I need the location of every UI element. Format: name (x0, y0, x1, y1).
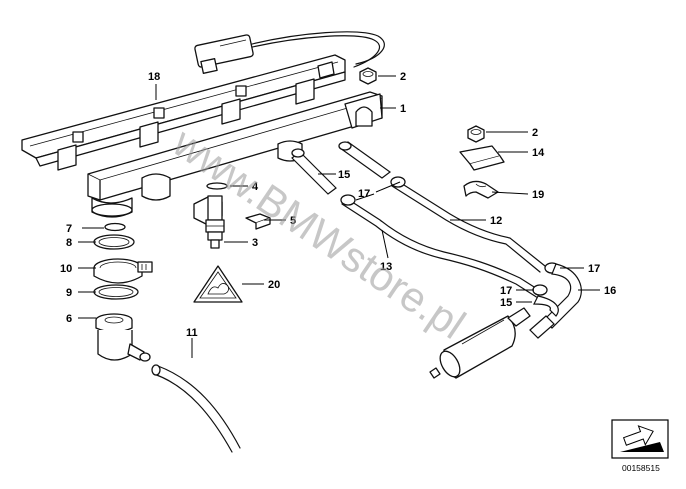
reference-wedge-icon (620, 442, 664, 452)
sensor-cable (194, 31, 385, 74)
callout-12: 12 (490, 215, 502, 227)
callout-15-upper: 15 (338, 169, 350, 181)
callout-2-upper: 2 (400, 71, 406, 83)
callout-7: 7 (66, 223, 72, 235)
callout-8: 8 (66, 237, 72, 249)
callouts: 18 2 1 2 14 15 17 4 19 7 5 12 8 3 13 10 … (60, 71, 616, 339)
callout-5: 5 (290, 215, 296, 227)
seal-ring (93, 234, 135, 250)
callout-17-upper: 17 (358, 188, 370, 200)
nut-right (467, 125, 485, 143)
clamp-ring (93, 258, 153, 284)
reference-box: 00158515 (611, 419, 669, 473)
callout-20: 20 (268, 279, 280, 291)
callout-3: 3 (252, 237, 258, 249)
callout-6: 6 (66, 313, 72, 325)
callout-15-lower: 15 (500, 297, 512, 309)
spacer-ring (93, 284, 139, 300)
nut-upper (359, 67, 377, 85)
warning-label (193, 265, 243, 303)
callout-14: 14 (532, 147, 545, 159)
fuel-rail (87, 91, 383, 218)
return-hose (151, 364, 241, 453)
leader-lines (78, 75, 600, 358)
callout-4: 4 (252, 181, 259, 193)
fuel-filter (429, 307, 531, 379)
injector (193, 182, 228, 249)
callout-16: 16 (604, 285, 616, 297)
callout-11: 11 (186, 327, 198, 339)
callout-10: 10 (60, 263, 72, 275)
callout-1: 1 (400, 103, 406, 115)
clip (463, 180, 499, 199)
callout-17-right: 17 (588, 263, 600, 275)
injector-clip (245, 213, 271, 230)
bracket (459, 145, 505, 171)
harness-strip (21, 54, 346, 171)
callout-17-lower: 17 (500, 285, 512, 297)
part-code: 00158515 (622, 463, 660, 473)
o-ring-small (104, 222, 126, 232)
pressure-regulator (95, 313, 151, 362)
callout-9: 9 (66, 287, 72, 299)
callout-18: 18 (148, 71, 160, 83)
reference-arrow-icon (622, 425, 654, 446)
callout-19: 19 (532, 189, 544, 201)
callout-13: 13 (380, 261, 392, 273)
callout-2-right: 2 (532, 127, 538, 139)
